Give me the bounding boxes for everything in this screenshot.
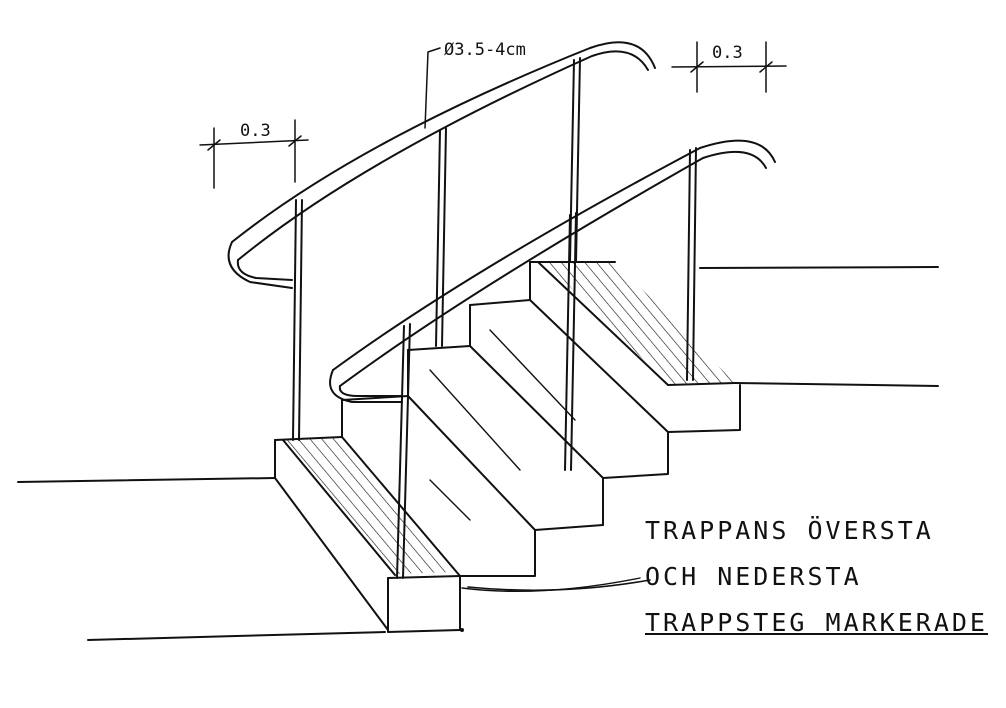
diameter-label: Ø3.5-4cm	[444, 40, 526, 60]
right-extension-label: 0.3	[712, 43, 743, 63]
note-line-2: OCH NEDERSTA	[645, 562, 862, 591]
bottom-step-marked	[274, 436, 461, 633]
right-extension-dimension: 0.3	[671, 41, 787, 93]
left-extension-label: 0.3	[240, 121, 271, 141]
note-leader-line	[461, 577, 641, 593]
note-line-1: TRAPPANS ÖVERSTA	[645, 516, 934, 545]
left-extension-dimension: 0.3	[199, 119, 309, 189]
note-line-3: TRAPPSTEG MARKERADE	[645, 608, 988, 637]
far-handrail	[227, 41, 656, 441]
near-handrail	[329, 139, 776, 579]
diameter-dimension: Ø3.5-4cm	[424, 40, 526, 129]
note-dot	[460, 628, 464, 632]
